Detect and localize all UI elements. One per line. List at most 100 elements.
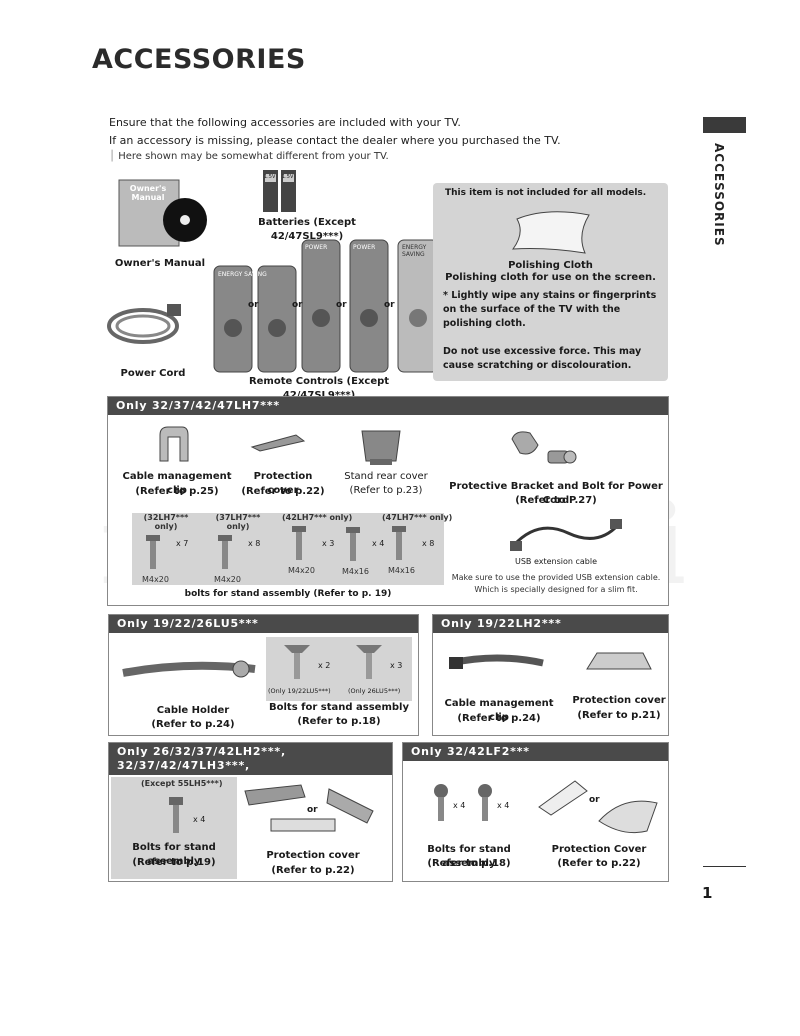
protection-cover-alt-icon [326, 788, 374, 824]
lh7-stand-rear-label: Stand rear cover [344, 471, 428, 482]
lh7-bolt-count: x 8 [422, 539, 435, 548]
lh7-header: Only 32/37/42/47LH7*** [108, 397, 668, 415]
lh2-protection-cover-label: Protection cover [572, 695, 666, 706]
lh7-usb-note-1: Make sure to use the provided USB extens… [451, 573, 661, 582]
batteries-image: 1.5V 1.5V [262, 168, 298, 218]
polishing-cloth-icon [511, 211, 590, 254]
remote-power-label-1: POWER [305, 244, 328, 251]
lu5-bolt-b-model: (Only 26LU5***) [348, 687, 401, 695]
lh7-bolt-model: (37LH7*** only) [215, 513, 261, 531]
stand-rear-cover-icon [361, 430, 401, 465]
lh7-bolt-count: x 3 [322, 539, 335, 548]
manual-cover-text: Owner's Manual [129, 184, 167, 202]
multi-bolts-ref: (Refer to p.19) [132, 857, 216, 868]
multi-except-label: (Except 55LH5***) [141, 779, 223, 788]
lh7-bolt-count: x 8 [248, 539, 261, 548]
lh7-bolt-item: (42LH7*** only) x 3 M4x20 [282, 513, 353, 583]
bolt-icon [284, 645, 310, 679]
lh7-bolt-size: M4x16 [342, 567, 369, 576]
remote-controls-label: Remote Controls (Except 42/47SL9***) [248, 376, 390, 401]
intro-line-1: Ensure that the following accessories ar… [109, 116, 461, 129]
intro-line-3: │ Here shown may be somewhat different f… [109, 151, 389, 162]
lh7-section: Only 32/37/42/47LH7*** Cable management … [107, 396, 669, 606]
multi-bolt-count: x 4 [193, 815, 206, 824]
bolt-icon [292, 526, 306, 560]
cable-clip-icon [449, 654, 544, 669]
lh7-bolt-item: (32LH7*** only) x 7 M4x20 [136, 513, 196, 584]
cable-clip-icon [159, 426, 189, 462]
polishing-bullet: * Lightly wipe any stains or fingerprint… [443, 290, 657, 329]
lf2-header: Only 32/42LF2*** [403, 743, 668, 761]
remote-or-3: or [336, 300, 347, 310]
multi-model-section: Only 26/32/37/42LH2***, 32/37/42/47LH3**… [108, 742, 393, 882]
lh7-bracket-label: Protective Bracket and Bolt for Power Co… [449, 481, 663, 506]
remote-or-1: or [248, 300, 259, 310]
lh7-bolt-item: x 4 M4x16 [336, 513, 386, 583]
protection-strip-icon [270, 818, 336, 832]
bolt-icon [218, 535, 232, 569]
lu5-bolt-a-model: (Only 19/22LU5***) [268, 687, 331, 695]
intro-line-2: If an accessory is missing, please conta… [109, 134, 561, 147]
lh7-bolt-size: M4x20 [288, 566, 315, 575]
remote-controls-image: ENERGY SAVING POWER POWER ENERGY SAVING … [212, 238, 442, 374]
intro-line-3-text: Here shown may be somewhat different fro… [118, 151, 389, 162]
protection-cover-icon [250, 434, 306, 452]
battery-label-a: 1.5V [264, 174, 276, 180]
lh7-stand-rear-ref: (Refer to p.23) [349, 485, 423, 496]
remote-power-label-2: POWER [353, 244, 376, 251]
protection-cover-icon [244, 784, 306, 806]
protection-cover-icon [538, 780, 588, 816]
multi-header: Only 26/32/37/42LH2***, 32/37/42/47LH3**… [109, 743, 392, 800]
power-cord-label: Power Cord [120, 368, 186, 379]
owners-manual-image: Owner's Manual [117, 176, 209, 248]
multi-protection-cover-ref: (Refer to p.22) [271, 865, 355, 876]
lu5-cable-holder-label: Cable Holder [156, 705, 230, 716]
lh7-bolts-label: bolts for stand assembly (Refer to p. 19… [184, 589, 392, 599]
power-cord-icon [107, 304, 181, 344]
polishing-note: This item is not included for all models… [445, 188, 647, 198]
lh7-bolt-model [336, 513, 386, 523]
bolt-icon [392, 526, 406, 560]
remote-energy-saving-1: ENERGY SAVING [218, 271, 267, 278]
lh7-bolts-panel: (32LH7*** only) x 7 M4x20 (37LH7*** only… [132, 513, 453, 585]
bolt-icon [146, 535, 160, 569]
lh7-bolt-item: (47LH7*** only) x 8 M4x16 [382, 513, 453, 583]
remote-or-4: or [384, 300, 395, 310]
side-section-label: ACCESSORIES [712, 143, 726, 247]
lh7-bolt-model: (42LH7*** only) [282, 513, 353, 522]
lu5-bolts-panel: x 2 x 3 (Only 19/22LU5***) (Only 26LU5**… [266, 637, 412, 701]
bolt-icon [434, 784, 448, 821]
lh2-cable-clip-label: Cable management clip [444, 698, 554, 723]
lh7-bolt-count: x 7 [176, 539, 189, 548]
lu5-bolt-b-count: x 3 [390, 661, 403, 670]
lh7-bolt-model: (47LH7*** only) [382, 513, 453, 522]
usb-cable-icon [510, 519, 622, 551]
lh2-protection-cover-ref: (Refer to p.21) [577, 710, 661, 721]
lf2-section: Only 32/42LF2*** x 4 x 4 Bolts for stand… [402, 742, 669, 882]
lu5-bolts-label: Bolts for stand assembly [269, 702, 409, 713]
protective-bracket-icon [511, 431, 577, 464]
lh2-header: Only 19/22LH2*** [433, 615, 668, 633]
lh2-cable-clip-ref: (Refer to p.24) [457, 713, 541, 724]
polishing-warning: Do not use excessive force. This may cau… [443, 346, 642, 371]
battery-icon [263, 170, 296, 212]
lu5-cable-holder-ref: (Refer to p.24) [151, 719, 235, 730]
batteries-label: Batteries (Except 42/47SL9***) [258, 217, 356, 242]
polishing-cloth-panel: This item is not included for all models… [433, 183, 668, 381]
lh7-protection-cover-label: Protection cover [253, 471, 313, 496]
remote-control-icons [213, 239, 439, 373]
remote-or-2: or [292, 300, 303, 310]
lu5-bolt-a-count: x 2 [318, 661, 331, 670]
lh7-bolt-size: M4x20 [214, 575, 241, 584]
battery-label-b: 1.5V [282, 174, 294, 180]
lh7-protection-cover-ref: (Refer to p.22) [241, 486, 325, 497]
bolt-icon [169, 797, 183, 833]
page-number: 1 [702, 884, 713, 902]
lh7-usb-note-2: Which is specially designed for a slim f… [474, 585, 638, 594]
protection-cover-icon [586, 652, 652, 670]
bolt-icon [478, 784, 492, 821]
lu5-bolts-ref: (Refer to p.18) [297, 716, 381, 727]
multi-or: or [307, 805, 318, 815]
lf2-protection-cover-ref: (Refer to p.22) [557, 858, 641, 869]
lf2-bolts-ref: (Refer to p.18) [427, 858, 511, 869]
